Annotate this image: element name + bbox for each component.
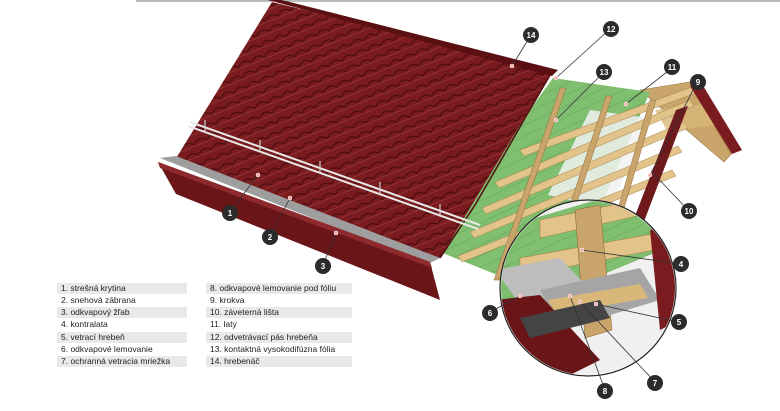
callouts: 1 2 3 4 5 6 7 8 9 10 11 12 13 14 [222, 21, 706, 399]
gutter-lip [158, 162, 432, 268]
callout-8: 8 [597, 383, 613, 399]
legend-item: 8. odkvapové lemovanie pod fóliu [206, 283, 352, 294]
callout-10: 10 [681, 203, 697, 219]
legend-item: 9. krokva [210, 295, 245, 305]
svg-text:14: 14 [527, 31, 536, 40]
snow-guard-hooks [204, 120, 441, 216]
svg-text:5: 5 [677, 318, 682, 327]
eaves-flashing [160, 156, 440, 264]
target-dots [255, 63, 653, 307]
legend-item: 13. kontaktná vysokodifúzna fólia [210, 344, 336, 354]
callout-14: 14 [523, 27, 539, 43]
ridge-cap [268, 0, 558, 76]
callout-4: 4 [673, 256, 689, 272]
legend-item: 14. hrebenáč [206, 356, 352, 367]
gutter [158, 162, 440, 300]
callout-6: 6 [482, 305, 498, 321]
svg-text:12: 12 [607, 25, 616, 34]
tile-edge [439, 69, 554, 259]
snow-guard [187, 121, 481, 230]
svg-text:1: 1 [228, 209, 233, 218]
callout-7: 7 [647, 375, 663, 391]
callout-13: 13 [596, 64, 612, 80]
legend-item: 2. snehová zábrana [61, 295, 136, 305]
callout-12: 12 [603, 21, 619, 37]
svg-text:3: 3 [321, 262, 326, 271]
verge-board-top [690, 84, 742, 154]
callout-3: 3 [315, 258, 331, 274]
svg-text:4: 4 [679, 260, 684, 269]
legend-item: 5. vetrací hrebeň [57, 332, 187, 343]
legend-item: 3. odkvapový žľab [57, 307, 187, 318]
legend-item: 4. kontralata [61, 319, 108, 329]
leader-lines [229, 28, 698, 391]
svg-text:7: 7 [653, 379, 658, 388]
verge-board [628, 106, 688, 234]
callout-2: 2 [262, 229, 278, 245]
legend-item: 1. strešná krytina [57, 283, 187, 294]
callout-1: 1 [222, 205, 238, 221]
svg-text:2: 2 [268, 233, 273, 242]
callout-5: 5 [671, 314, 687, 330]
svg-text:13: 13 [600, 68, 609, 77]
legend-item: 7. ochranná vetracia mriežka [57, 356, 187, 367]
svg-text:11: 11 [668, 63, 677, 72]
svg-text:10: 10 [685, 207, 694, 216]
legend-item: 11. laty [210, 319, 237, 329]
svg-text:6: 6 [488, 309, 493, 318]
callout-11: 11 [664, 59, 680, 75]
callout-9: 9 [690, 74, 706, 90]
legend-item: 6. odkvapové lemovanie [61, 344, 153, 354]
legend-item: 10. záveterná lišta [206, 307, 352, 318]
svg-text:9: 9 [696, 78, 701, 87]
legend-item: 12. odvetrávací pás hrebeňa [206, 332, 352, 343]
svg-text:8: 8 [603, 387, 608, 396]
